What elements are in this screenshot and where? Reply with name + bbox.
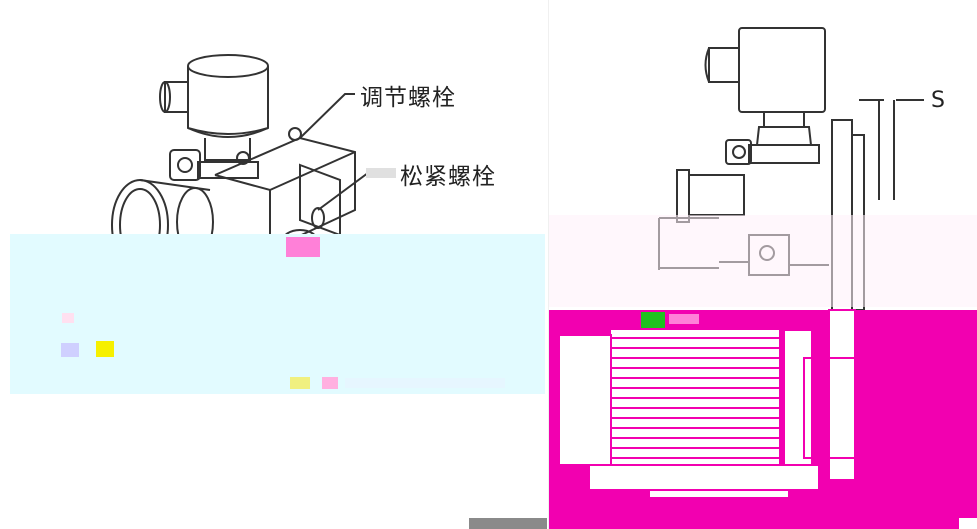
panel-divider: [548, 0, 549, 529]
adjust-bolt-label: 调节螺栓: [360, 85, 456, 111]
left-figure-panel: 调节螺栓 松紧螺栓: [10, 54, 545, 394]
bottom-gray-bar: [469, 518, 547, 529]
glitch-artifacts: [61, 168, 505, 389]
right-figure-panel: S: [549, 0, 977, 529]
motor-assembly-section-drawing: [549, 27, 977, 529]
motor-assembly-3d-drawing: [10, 54, 545, 394]
dimension-s-label: S: [931, 88, 945, 113]
loosen-bolt-label: 松紧螺栓: [400, 164, 496, 190]
